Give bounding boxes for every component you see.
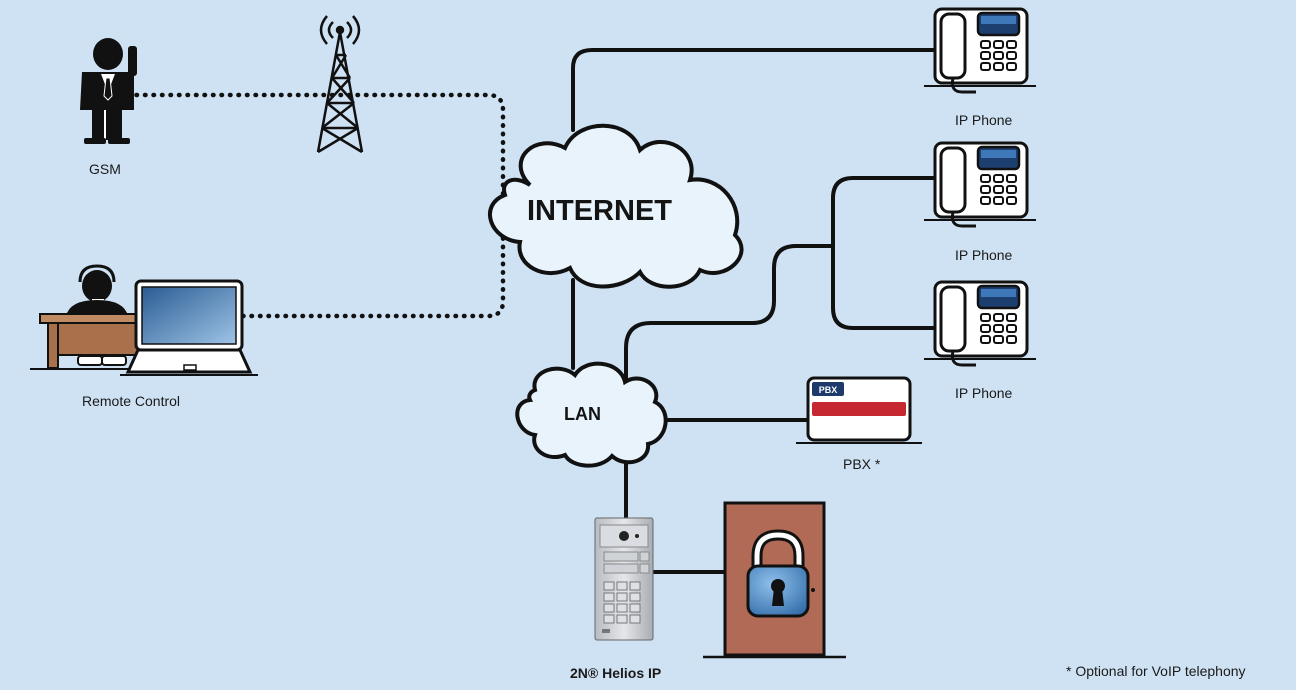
desk-icon (30, 313, 150, 370)
pbx-label: PBX * (843, 456, 881, 472)
pbx-badge-text: PBX (819, 385, 838, 395)
wireless-link-remote (240, 232, 506, 319)
ip-phone-3-label: IP Phone (955, 385, 1013, 401)
line-internet-phone1 (571, 48, 939, 132)
remote-control-label: Remote Control (82, 393, 181, 409)
footnote: * Optional for VoIP telephony (1066, 663, 1246, 679)
pbx-icon: PBX (796, 376, 922, 444)
gsm-person-icon (80, 38, 137, 144)
ip-phone-2-label: IP Phone (955, 247, 1013, 263)
helios-label: 2N® Helios IP (570, 665, 662, 681)
ip-phone-2-icon (922, 141, 1038, 228)
laptop-icon (120, 279, 258, 376)
line-lan-phones (624, 244, 835, 387)
door-lock-icon (703, 501, 846, 659)
helios-intercom-icon (594, 517, 654, 641)
lan-label: LAN (564, 404, 601, 424)
gsm-tower-icon (316, 15, 364, 154)
lan-cloud-shape (515, 361, 668, 468)
ip-phone-3-icon (922, 280, 1038, 367)
wireless-link-gsm (125, 92, 506, 198)
gsm-label: GSM (89, 161, 121, 177)
line-branch-phone2 (831, 176, 939, 248)
operator-icon (66, 264, 128, 366)
internet-cloud-shape (487, 123, 744, 289)
internet-label: INTERNET (527, 195, 672, 227)
ip-phone-1-icon (922, 7, 1038, 94)
ip-phone-1-label: IP Phone (955, 112, 1013, 128)
line-branch-phone3 (831, 244, 939, 330)
